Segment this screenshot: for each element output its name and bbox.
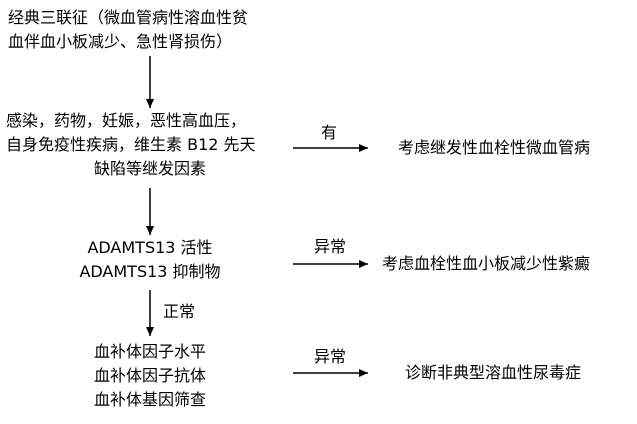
node-complement-line1: 血补体因子水平 (93, 342, 206, 361)
node-adamts-line2: ADAMTS13 抑制物 (79, 262, 221, 281)
node-secondary-line1: 感染，药物，妊娠，恶性高血压， (6, 111, 247, 130)
node-triad-line2: 血伴血小板减少、急性肾损伤） (8, 32, 233, 51)
result-ahus: 诊断非典型溶血性尿毒症 (405, 363, 582, 382)
node-secondary-line3: 缺陷等继发因素 (93, 159, 206, 178)
node-secondary-line2: 自身免疫性疾病，维生素 B12 先天 (6, 135, 256, 154)
node-triad-line1: 经典三联征（微血管病性溶血性贫 (8, 8, 249, 27)
edge-label-yes: 有 (321, 123, 338, 142)
result-ttp: 考虑血栓性血小板减少性紫癜 (382, 254, 591, 273)
edge-label-normal: 正常 (163, 302, 196, 321)
edge-label-abnormal-1: 异常 (314, 237, 347, 256)
result-secondary-tma: 考虑继发性血栓性微血管病 (398, 138, 591, 157)
node-complement-line2: 血补体因子抗体 (93, 366, 206, 385)
node-complement-line3: 血补体基因筛查 (93, 390, 206, 409)
edge-label-abnormal-2: 异常 (314, 347, 347, 366)
node-adamts-line1: ADAMTS13 活性 (87, 238, 213, 257)
